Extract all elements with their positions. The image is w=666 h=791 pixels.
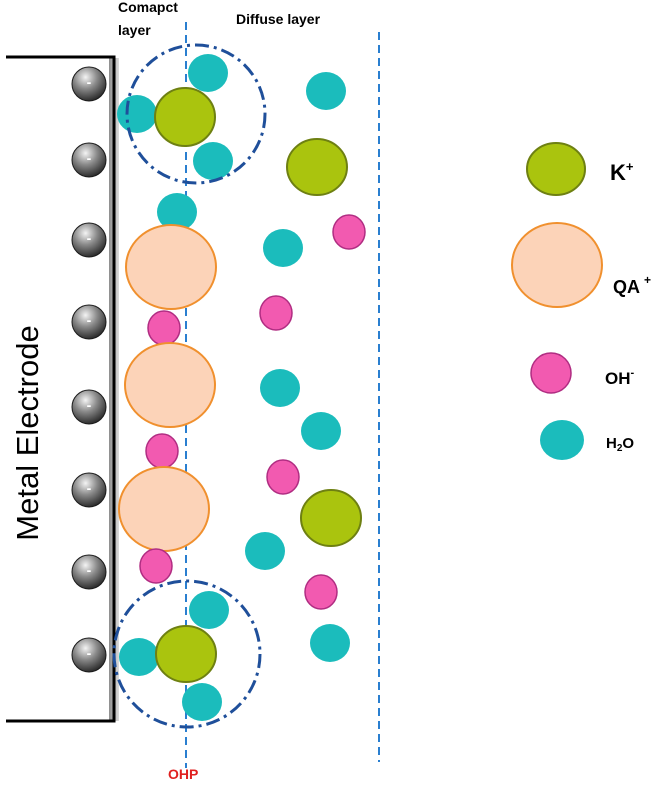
charge-sign: - (87, 150, 92, 166)
electrode-charges: - - - - - - - - (71, 66, 107, 673)
diffuse-layer-label: Diffuse layer (236, 11, 321, 27)
ions-group (117, 54, 366, 721)
h2o-molecule (157, 193, 197, 231)
solvation-shell-bottom (112, 579, 262, 729)
charge-sphere (71, 554, 107, 590)
charge-sign: - (87, 74, 92, 90)
oh-ion (266, 459, 300, 495)
negative-charge: - (71, 304, 107, 340)
legend-oh-ion-icon (530, 352, 572, 394)
solvation-shell-top (125, 43, 267, 185)
h2o-molecule (306, 72, 346, 110)
negative-charge: - (71, 637, 107, 673)
ohp-label: OHP (168, 766, 198, 782)
legend-h2o-label: H2O (606, 435, 634, 454)
charge-sphere (71, 142, 107, 178)
h2o-molecule (193, 142, 233, 180)
negative-charge: - (71, 222, 107, 258)
k-ion (286, 138, 348, 196)
charge-sign: - (87, 312, 92, 328)
h2o-molecule (260, 369, 300, 407)
negative-charge: - (71, 142, 107, 178)
charge-sphere (71, 66, 107, 102)
oh-ion (147, 310, 181, 346)
oh-ion (139, 548, 173, 584)
legend-k-label: K+ (610, 159, 634, 185)
electrode-outline (6, 55, 116, 723)
h2o-molecule (301, 412, 341, 450)
h2o-molecule (263, 229, 303, 267)
charge-sphere (71, 637, 107, 673)
legend-h2o-icon (540, 420, 584, 460)
qa-ion (125, 224, 217, 310)
negative-charge: - (71, 472, 107, 508)
h2o-molecule (189, 591, 229, 629)
charge-sphere (71, 472, 107, 508)
k-ion (155, 625, 217, 683)
charge-sphere (71, 389, 107, 425)
legend: K+ QA+ OH- H2O (511, 142, 651, 460)
legend-oh-label: OH- (605, 367, 635, 388)
compact-layer-label-line2: layer (118, 22, 151, 38)
h2o-molecule (182, 683, 222, 721)
h2o-molecule (310, 624, 350, 662)
charge-sphere (71, 304, 107, 340)
legend-qa-label: QA+ (613, 273, 651, 297)
negative-charge: - (71, 389, 107, 425)
k-ion (154, 87, 216, 147)
oh-ion (332, 214, 366, 250)
electrode-label: Metal Electrode (10, 325, 45, 540)
oh-ion (145, 433, 179, 469)
charge-sphere (71, 222, 107, 258)
negative-charge: - (71, 66, 107, 102)
metal-electrode (6, 55, 119, 723)
charge-sign: - (87, 397, 92, 413)
compact-layer-label-line1: Comapct (118, 0, 178, 15)
h2o-molecule (188, 54, 228, 92)
legend-qa-ion-icon (511, 222, 603, 308)
qa-ion (118, 466, 210, 552)
charge-sign: - (87, 230, 92, 246)
charge-sign: - (87, 562, 92, 578)
oh-ion (304, 574, 338, 610)
h2o-molecule (117, 95, 157, 133)
charge-sign: - (87, 480, 92, 496)
k-ion (300, 489, 362, 547)
h2o-molecule (119, 638, 159, 676)
h2o-molecule (245, 532, 285, 570)
oh-ion (259, 295, 293, 331)
legend-k-ion-icon (526, 142, 586, 196)
charge-sign: - (87, 645, 92, 661)
qa-ion (124, 342, 216, 428)
negative-charge: - (71, 554, 107, 590)
